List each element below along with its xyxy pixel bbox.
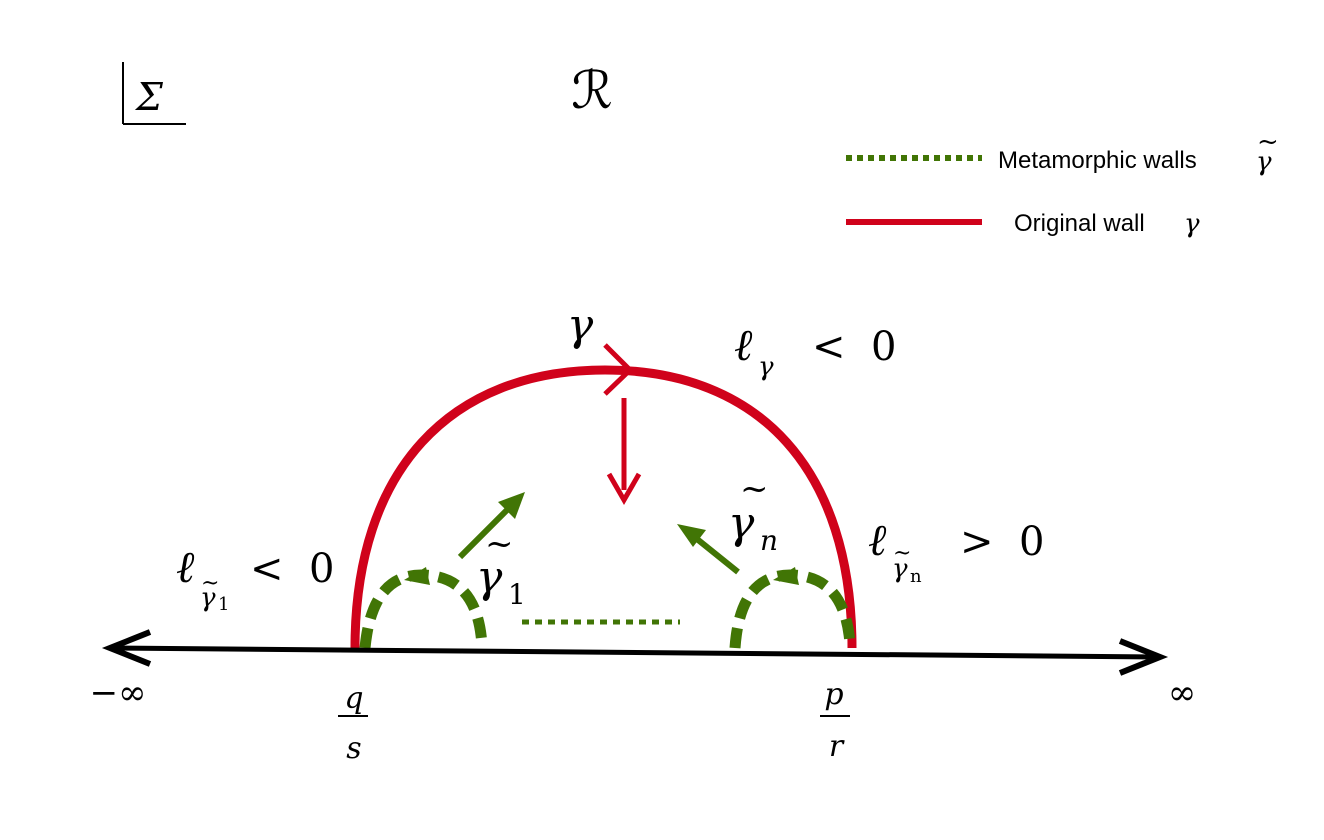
metamorphic-left-marker [404, 567, 430, 585]
green-arrow-right-shaft [690, 532, 740, 575]
ell-n-subsub: n [910, 566, 922, 587]
ell-1-sub-tilde: ~ [201, 571, 219, 596]
metamorphic-wall-left [359, 569, 488, 649]
gamma-tilde-n-tilde: ~ [740, 469, 769, 509]
ell-n-ell: ℓ [868, 515, 887, 566]
ell-gamma-ell: ℓ [734, 320, 753, 371]
p-over-r-fraction: p r [820, 677, 850, 764]
sigma-corner-label: Σ [122, 62, 186, 125]
original-wall-arc [350, 365, 857, 649]
gamma-tilde-1-sub: 1 [508, 578, 526, 611]
ell-1-inequality: ℓ ~ γ 1 < 0 [176, 542, 334, 615]
legend-original-text: Original wall [1014, 210, 1145, 237]
ell-n-relation: > 0 [960, 519, 1044, 565]
legend: Metamorphic walls γ ~ Original wall γ [846, 127, 1279, 239]
ell-1-sub: γ [200, 583, 216, 613]
metamorphic-wall-right [729, 569, 856, 649]
gamma-tilde-1-base: γ [476, 552, 503, 603]
real-axis-line [111, 645, 1159, 660]
gamma-tilde-n-sub: n [760, 524, 778, 557]
p-numerator: p [824, 677, 843, 712]
metamorphic-right-marker [773, 567, 799, 585]
green-arrow-left-head [498, 492, 525, 519]
ell-n-inequality: ℓ ~ γ n > 0 [868, 515, 1044, 587]
ell-n-sub-tilde: ~ [893, 541, 911, 566]
red-down-arrow-head [606, 472, 642, 506]
legend-metamorphic-symbol: γ [1256, 147, 1272, 177]
ell-n-sub: γ [892, 554, 908, 584]
q-numerator: q [344, 681, 363, 716]
gamma-tilde-1-tilde: ~ [485, 524, 514, 564]
green-arrow-right-head [677, 524, 706, 547]
legend-metamorphic-tilde: ~ [1257, 127, 1279, 157]
ell-gamma-relation: < 0 [812, 324, 896, 370]
green-arrow-left-shaft [457, 502, 515, 560]
ell-gamma-inequality: ℓ γ < 0 [734, 320, 896, 382]
gamma-tilde-1-label: ~ γ 1 [476, 524, 526, 611]
s-denominator: s [346, 731, 361, 766]
legend-original-symbol: γ [1184, 209, 1200, 239]
gamma-tilde-n-base: γ [728, 498, 755, 549]
ell-gamma-sub: γ [758, 352, 774, 382]
q-over-s-fraction: q s [338, 681, 368, 766]
ell-1-ell: ℓ [176, 542, 195, 593]
real-axis-left-arrowhead [101, 629, 152, 667]
ell-1-subsub: 1 [218, 594, 229, 615]
legend-metamorphic-text: Metamorphic walls [998, 147, 1197, 174]
arc-direction-chevron [603, 343, 634, 396]
region-label: ℛ [571, 61, 613, 121]
pos-infinity-label: ∞ [1168, 673, 1196, 713]
neg-infinity-label: −∞ [90, 673, 147, 713]
sigma-symbol: Σ [134, 75, 164, 119]
real-axis-right-arrowhead [1118, 638, 1169, 676]
r-denominator: r [829, 729, 845, 764]
gamma-tilde-n-label: ~ γ n [728, 469, 778, 557]
ell-1-relation: < 0 [250, 546, 334, 592]
gamma-label: γ [567, 300, 594, 351]
